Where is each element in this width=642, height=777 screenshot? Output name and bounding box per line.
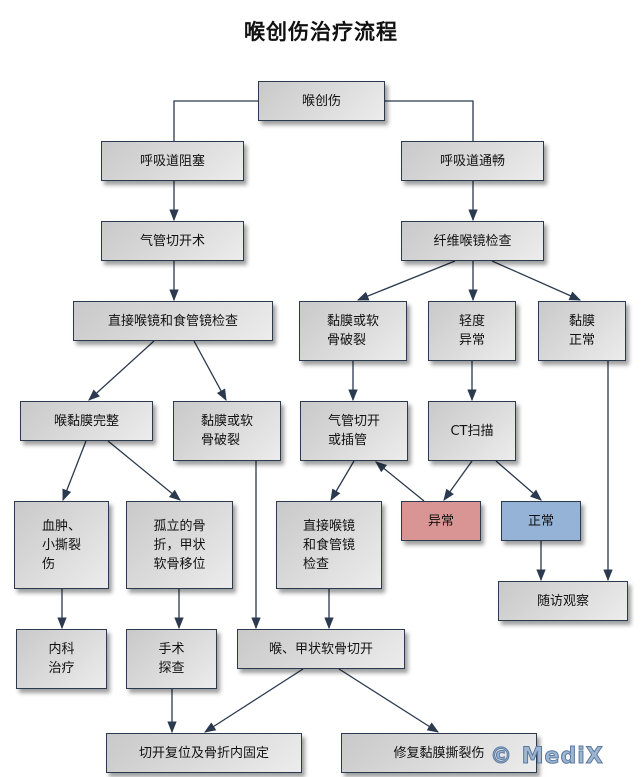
node-label: 呼吸道通畅 [439, 153, 505, 169]
node-thyrotomy: 喉、甲状软骨切开 [237, 629, 405, 669]
node-abnormal: 异常 [401, 501, 481, 541]
node-direct-scope-right: 直接喉镜 和食管镜 检查 [276, 501, 382, 589]
diagram-title: 喉创伤治疗流程 [244, 20, 398, 44]
edge-intact-hematoma [62, 440, 87, 502]
node-mucosa-normal: 黏膜 正常 [538, 301, 626, 361]
node-label: 手术 探查 [158, 642, 185, 676]
edge-ct-normal [495, 460, 542, 501]
node-label: 气管切开术 [139, 233, 205, 249]
node-label: 纤维喉镜检查 [433, 233, 512, 249]
node-label: 喉、甲状软骨切开 [268, 641, 373, 657]
node-label: 直接喉镜和食管镜检查 [107, 313, 238, 329]
node-label: 异常 [427, 513, 454, 529]
node-airway-patent: 呼吸道通畅 [401, 141, 544, 181]
node-label: 呼吸道阻塞 [139, 153, 205, 169]
node-follow-up: 随访观察 [498, 581, 628, 621]
node-label: 修复黏膜撕裂伤 [393, 745, 485, 761]
edge-fiber-mucosa-cartilage [356, 260, 456, 301]
edge-abnormal-trach [375, 461, 425, 502]
node-mucosa-cartilage-left: 黏膜或软 骨破裂 [173, 401, 281, 461]
node-airway-obstructed: 呼吸道阻塞 [101, 141, 244, 181]
node-isolated-fracture: 孤立的骨 折，甲状 软骨移位 [126, 501, 233, 589]
node-root: 喉创伤 [258, 81, 385, 121]
edge-root-patent [385, 100, 474, 141]
node-mucosa-intact: 喉黏膜完整 [20, 401, 153, 441]
node-trach-or-intubation: 气管切开 或插管 [300, 401, 408, 461]
node-label: 正常 [527, 513, 554, 529]
node-label: 喉黏膜完整 [53, 413, 119, 429]
node-label: 黏膜 正常 [568, 314, 595, 348]
edge-intact-fracture [107, 440, 181, 501]
node-repair-mucosa: 修复黏膜撕裂伤 [341, 733, 537, 773]
node-mucosa-cartilage-right: 黏膜或软 骨破裂 [299, 301, 407, 361]
edge-root-obstructed [173, 100, 258, 141]
edge-thyrotomy-orif [204, 668, 304, 733]
node-label: 轻度 异常 [458, 314, 485, 348]
node-label: 随访观察 [536, 593, 589, 609]
watermark: © MediX [490, 744, 604, 770]
node-label: 气管切开 或插管 [327, 414, 380, 448]
node-label: 切开复位及骨折内固定 [138, 745, 269, 761]
node-ct-scan: CT扫描 [428, 401, 516, 461]
node-label: CT扫描 [450, 423, 494, 439]
node-surgical-exploration: 手术 探查 [126, 629, 217, 689]
edge-scope-rupture [193, 340, 227, 402]
node-medical-treatment: 内科 治疗 [16, 629, 107, 689]
edge-thyrotomy-repair [338, 668, 439, 733]
node-label: 黏膜或软 骨破裂 [326, 314, 379, 348]
node-mild-abnormal: 轻度 异常 [428, 301, 516, 361]
node-label: 喉创伤 [301, 93, 341, 109]
node-label: 内科 治疗 [48, 642, 75, 676]
node-label: 直接喉镜 和食管镜 检查 [302, 518, 355, 572]
edge-fiber-normal [491, 260, 582, 301]
node-orif: 切开复位及骨折内固定 [106, 733, 302, 773]
node-label: 孤立的骨 折，甲状 软骨移位 [153, 518, 206, 572]
edge-ct-abnormal [443, 460, 473, 501]
node-normal: 正常 [501, 501, 581, 541]
node-label: 血肿、 小撕裂 伤 [41, 518, 81, 572]
node-label: 黏膜或软 骨破裂 [200, 414, 253, 448]
node-direct-scope-left: 直接喉镜和食管镜检查 [73, 301, 273, 341]
node-fiber-laryngoscopy: 纤维喉镜检查 [401, 221, 544, 261]
node-hematoma: 血肿、 小撕裂 伤 [14, 501, 109, 589]
node-tracheotomy: 气管切开术 [101, 221, 244, 261]
edge-scope-intact [88, 340, 155, 401]
edge-trach-scope [330, 460, 355, 502]
